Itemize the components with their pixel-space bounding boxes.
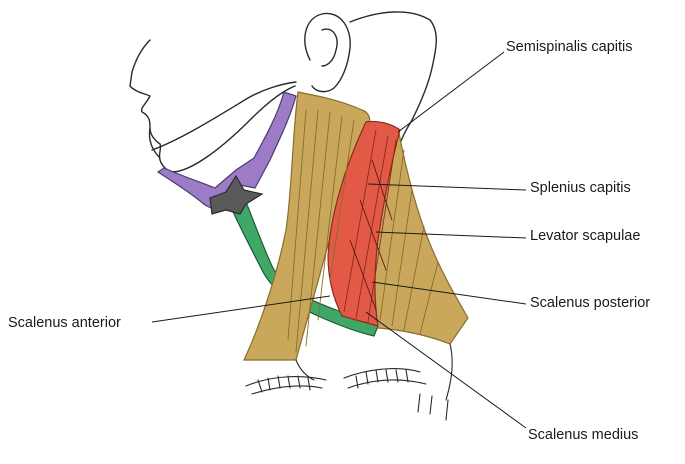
ear-outline [305,13,350,91]
label-scalenus-posterior: Scalenus posterior [530,296,650,311]
label-semispinalis-capitis: Semispinalis capitis [506,40,633,55]
label-splenius-capitis: Splenius capitis [530,181,631,196]
face-profile-outline [130,40,172,172]
label-levator-scapulae: Levator scapulae [530,229,640,244]
leader-line-semispinalis [398,52,504,132]
label-scalenus-anterior: Scalenus anterior [8,316,121,331]
ear-inner [322,29,337,66]
label-scalenus-medius: Scalenus medius [528,428,638,443]
